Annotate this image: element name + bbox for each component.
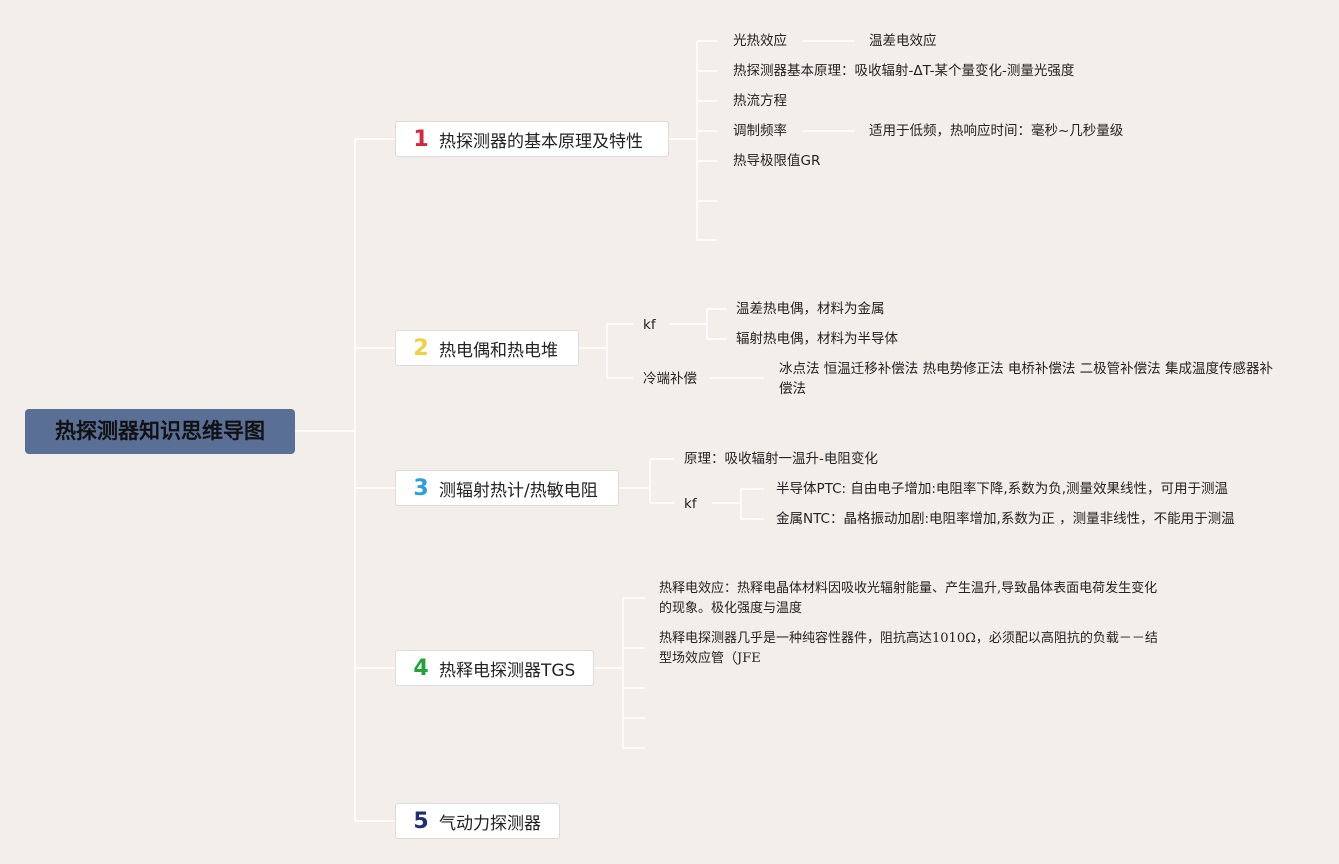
branch-3-node[interactable]: 3 测辐射热计/热敏电阻 (395, 470, 619, 506)
branch-3-number: 3 (413, 475, 429, 501)
branch-4-node[interactable]: 4 热释电探测器TGS (395, 650, 594, 686)
branch-1-title: 热探测器的基本原理及特性 (439, 131, 643, 152)
b2-kf-item-2[interactable]: 辐射热电偶，材料为半导体 (736, 331, 898, 347)
b1-item-guangre-child[interactable]: 温差电效应 (869, 33, 937, 49)
branch-5-number: 5 (413, 808, 429, 834)
b1-item-principle[interactable]: 热探测器基本原理：吸收辐射-ΔT-某个量变化-测量光强度 (733, 63, 1075, 79)
branch-3-title: 测辐射热计/热敏电阻 (439, 480, 598, 501)
b3-group-kf[interactable]: kf (684, 496, 697, 512)
b2-kf-item-1[interactable]: 温差热电偶，材料为金属 (736, 301, 885, 317)
branch-2-node[interactable]: 2 热电偶和热电堆 (395, 330, 579, 366)
b1-item-modulation-child[interactable]: 适用于低频，热响应时间：毫秒~几秒量级 (869, 123, 1124, 139)
root-node[interactable]: 热探测器知识思维导图 (25, 409, 295, 454)
b1-item-conductance[interactable]: 热导极限值GR (733, 153, 821, 169)
branch-2-title: 热电偶和热电堆 (439, 340, 558, 361)
b2-coldend-methods[interactable]: 冰点法 恒温迁移补偿法 热电势修正法 电桥补偿法 二极管补偿法 集成温度传感器补… (779, 361, 1273, 397)
b2-group-kf[interactable]: kf (643, 317, 656, 333)
branch-2-number: 2 (413, 335, 429, 361)
b3-kf-ptc[interactable]: 半导体PTC: 自由电子增加:电阻率下降,系数为负,测量效果线性，可用于测温 (776, 481, 1228, 497)
b4-capacitive-device[interactable]: 热释电探测器几乎是一种纯容性器件，阻抗高达1010Ω，必须配以高阻抗的负载－－结… (659, 631, 1158, 666)
branch-4-number: 4 (413, 655, 429, 681)
branch-4-title: 热释电探测器TGS (439, 660, 576, 681)
b1-item-guangre[interactable]: 光热效应 (733, 33, 787, 49)
branch-1-node[interactable]: 1 热探测器的基本原理及特性 (395, 121, 669, 157)
b1-item-modulation[interactable]: 调制频率 (733, 123, 787, 139)
b2-group-coldend[interactable]: 冷端补偿 (643, 371, 697, 387)
b1-item-heatflow[interactable]: 热流方程 (733, 93, 787, 109)
b4-pyroelectric-effect[interactable]: 热释电效应：热释电晶体材料因吸收光辐射能量、产生温升,导致晶体表面电荷发生变化的… (659, 581, 1158, 616)
branch-5-node[interactable]: 5 气动力探测器 (395, 803, 560, 839)
branch-5-title: 气动力探测器 (439, 813, 541, 834)
b3-kf-ntc[interactable]: 金属NTC：晶格振动加剧:电阻率增加,系数为正 ，测量非线性，不能用于测温 (776, 511, 1235, 527)
branch-1-number: 1 (413, 126, 429, 152)
b3-group-principle[interactable]: 原理：吸收辐射一温升-电阻变化 (684, 451, 878, 467)
